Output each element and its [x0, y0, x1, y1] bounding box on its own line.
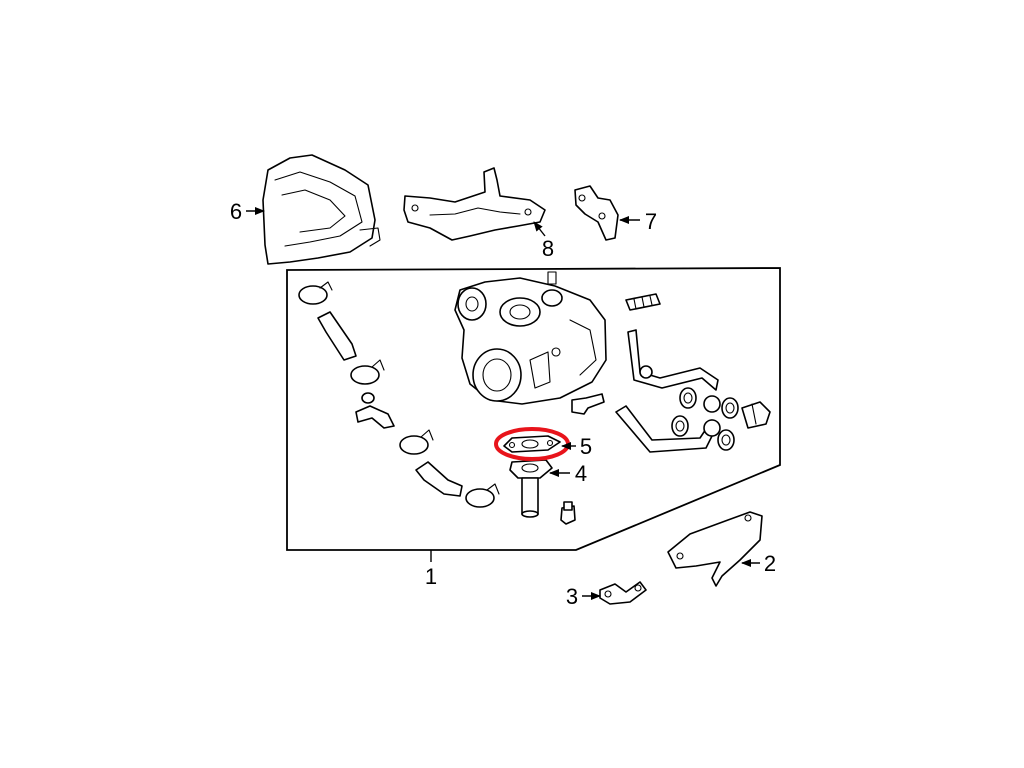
- bracket-plate-part[interactable]: [403, 167, 546, 241]
- callout-1: 1: [425, 564, 437, 589]
- coolant-hoses-part[interactable]: [298, 281, 500, 508]
- oil-drain-pipe-part[interactable]: [509, 459, 553, 518]
- oil-feed-pipe-part[interactable]: [627, 329, 719, 391]
- mount-bracket-part[interactable]: [599, 581, 647, 605]
- oil-return-pipe-part[interactable]: [615, 395, 721, 453]
- callout-3: 3: [566, 584, 578, 609]
- callout-5: 5: [580, 434, 592, 459]
- bolt-bottom-part[interactable]: [560, 501, 576, 525]
- bolt-right-part[interactable]: [741, 401, 771, 429]
- turbocharger-part[interactable]: [454, 271, 607, 405]
- bolt-center-part[interactable]: [571, 393, 605, 415]
- gasket-part[interactable]: [503, 435, 561, 453]
- o-rings-part[interactable]: [671, 387, 739, 451]
- heat-shield-part[interactable]: [262, 154, 381, 265]
- small-bracket-part[interactable]: [574, 185, 619, 241]
- support-bracket-part[interactable]: [667, 511, 763, 587]
- callout-2: 2: [764, 551, 776, 576]
- leader-8: [533, 221, 546, 237]
- stud-part[interactable]: [625, 293, 661, 311]
- callout-7: 7: [645, 209, 657, 234]
- callout-6: 6: [230, 199, 242, 224]
- assembly-frame: [286, 267, 781, 551]
- callout-8: 8: [542, 236, 554, 261]
- callout-4: 4: [575, 461, 587, 486]
